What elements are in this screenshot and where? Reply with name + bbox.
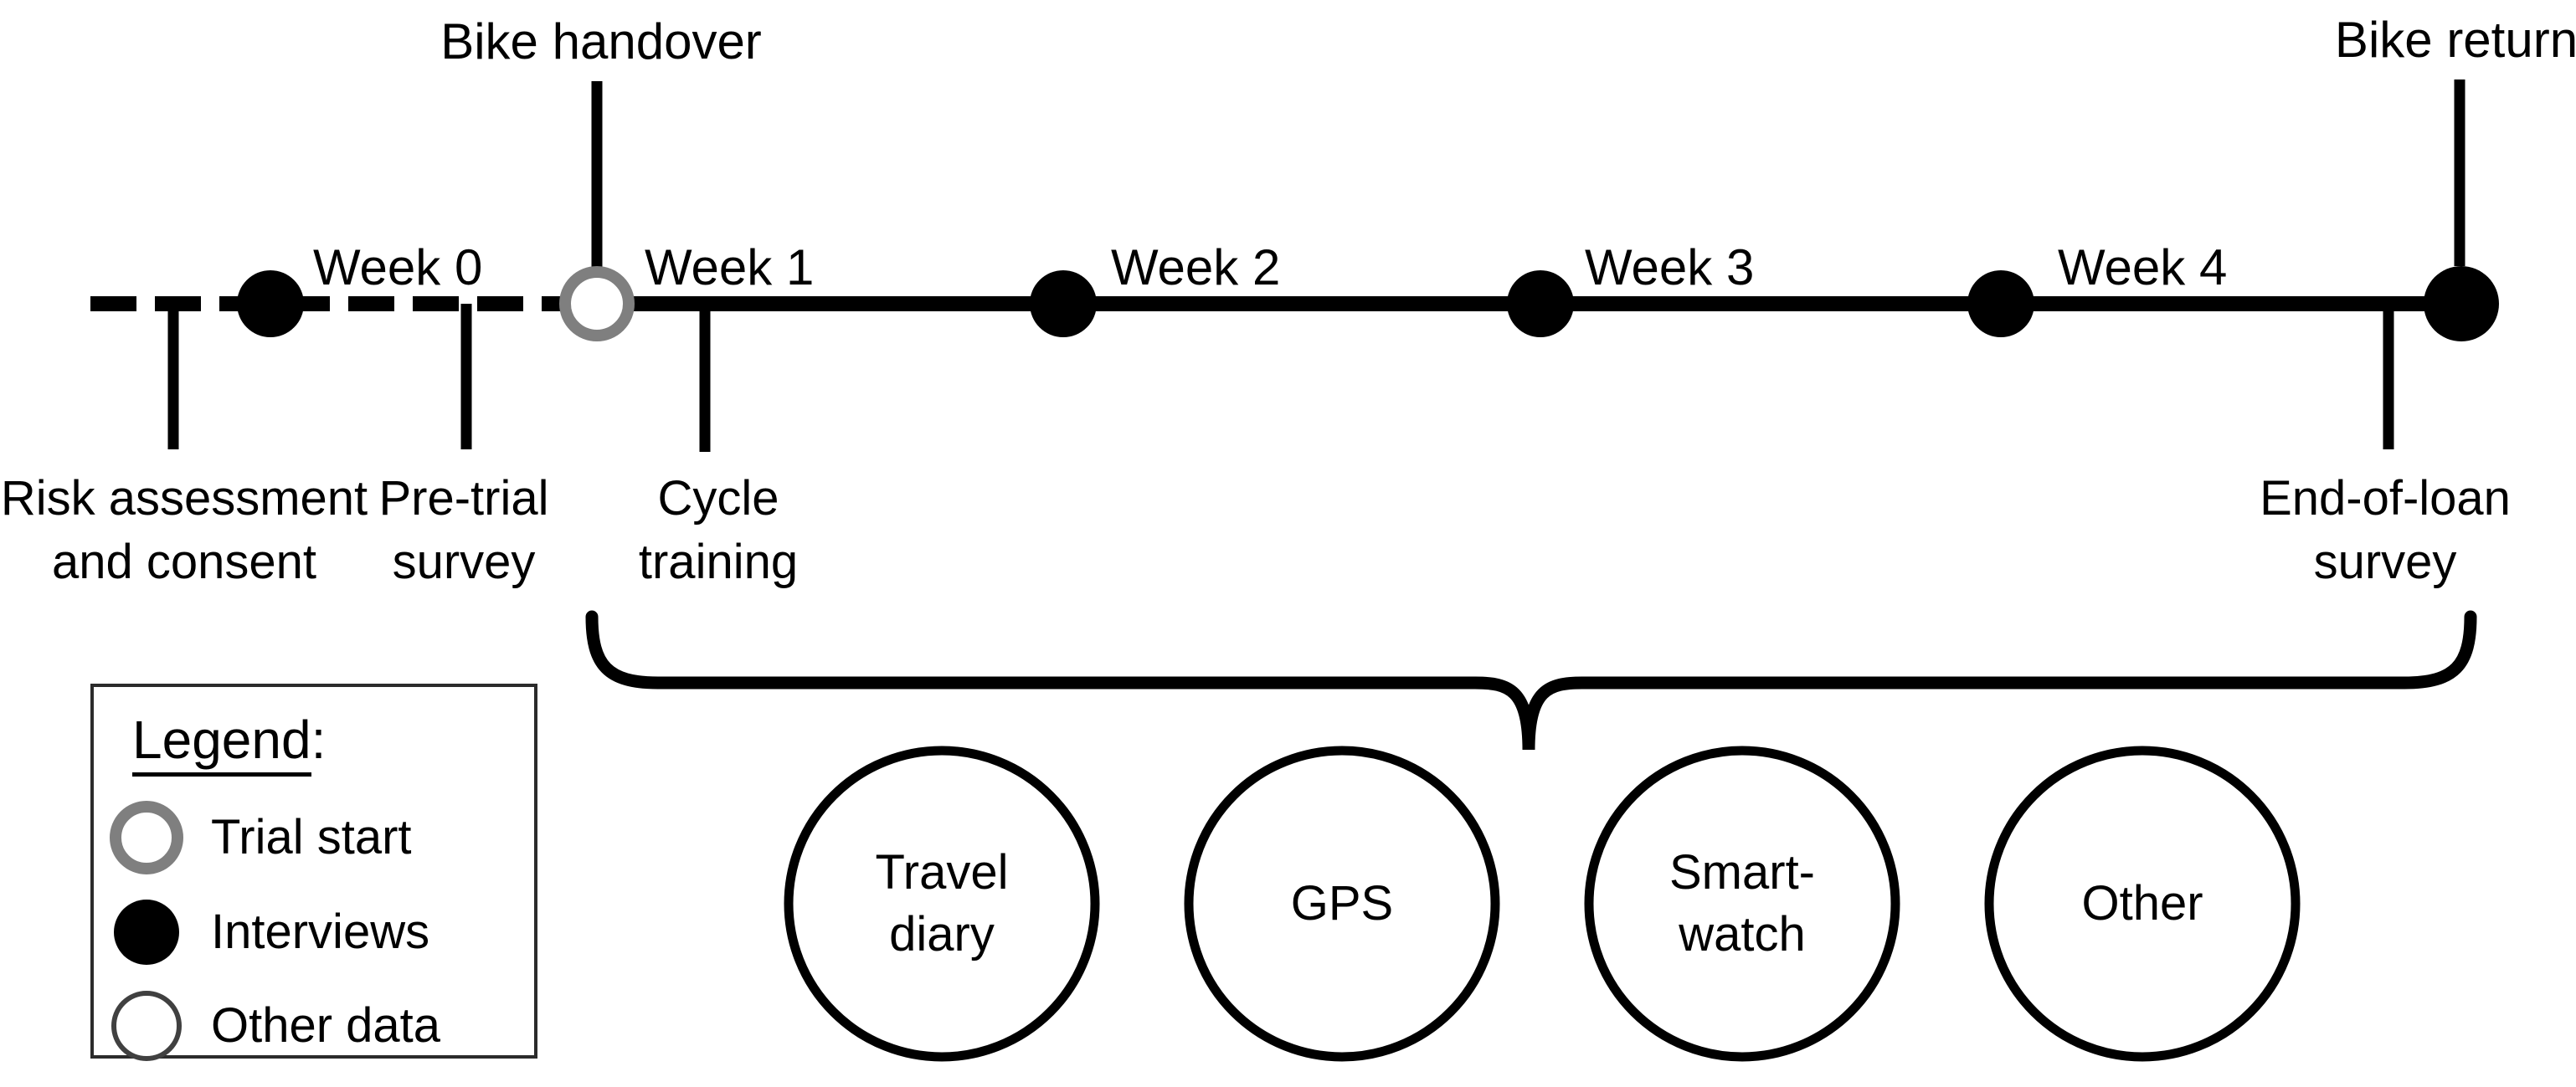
gps-line1: GPS <box>1290 876 1394 931</box>
week-label-3: Week 3 <box>1585 239 1755 295</box>
smart-watch-line1: Smart- <box>1669 845 1815 900</box>
legend-title: Legend: <box>132 708 326 777</box>
circle-smart-watch <box>1584 746 1900 1062</box>
legend-title-text: Legend <box>132 710 311 777</box>
legend-trial-start-icon <box>110 801 183 874</box>
circle-gps <box>1184 746 1500 1062</box>
end-of-loan-line1: End-of-loan <box>2260 471 2511 526</box>
other-label: Other <box>2081 873 2203 935</box>
bike-handover-label: Bike handover <box>440 13 762 69</box>
end-of-loan-line2: survey <box>2313 535 2457 589</box>
cycle-training-label: Cycle training <box>639 467 798 594</box>
week-label-0: Week 0 <box>313 239 483 295</box>
legend-item-trial-start: Trial start <box>211 810 412 864</box>
legend-title-colon: : <box>311 710 326 770</box>
travel-diary-line2: diary <box>889 907 995 961</box>
week-label-2: Week 2 <box>1111 239 1281 295</box>
trial-start-marker-icon <box>559 266 635 341</box>
legend-item-other-data: Other data <box>211 998 441 1053</box>
week-label-1: Week 1 <box>645 239 815 295</box>
smart-watch-line2: watch <box>1679 907 1806 961</box>
gps-label: GPS <box>1291 873 1394 935</box>
travel-diary-line1: Travel <box>875 845 1009 900</box>
week-label-4: Week 4 <box>2058 239 2228 295</box>
risk-assessment-label: Risk assessment and consent <box>1 467 368 594</box>
interview-dot-week0 <box>237 270 304 337</box>
risk-assessment-line2: and consent <box>51 535 317 589</box>
circle-travel-diary <box>784 746 1100 1062</box>
legend-box <box>90 684 537 1059</box>
data-collection-brace <box>585 610 2477 751</box>
circle-other <box>1984 746 2301 1062</box>
bike-return-label: Bike return <box>2334 12 2576 68</box>
legend-other-data-icon <box>111 991 182 1061</box>
interview-dot-week4 <box>1967 270 2034 337</box>
cycle-training-line1: Cycle <box>657 471 779 526</box>
interview-dot-week2 <box>1030 270 1097 337</box>
interview-dot-week3 <box>1507 270 1574 337</box>
other-line1: Other <box>2081 876 2203 931</box>
pretrial-line1: Pre-trial <box>378 471 549 526</box>
pretrial-survey-label: Pre-trial survey <box>378 467 548 594</box>
risk-assessment-line1: Risk assessment <box>0 471 368 526</box>
end-of-loan-label: End-of-loan survey <box>2260 467 2511 594</box>
interview-dot-bike-return <box>2424 266 2499 341</box>
legend-interviews-icon <box>114 900 179 965</box>
cycle-training-line2: training <box>638 535 799 589</box>
travel-diary-label: Travel diary <box>876 842 1009 966</box>
smart-watch-label: Smart- watch <box>1669 842 1815 966</box>
legend-item-interviews: Interviews <box>211 905 430 959</box>
pretrial-line2: survey <box>392 535 536 589</box>
